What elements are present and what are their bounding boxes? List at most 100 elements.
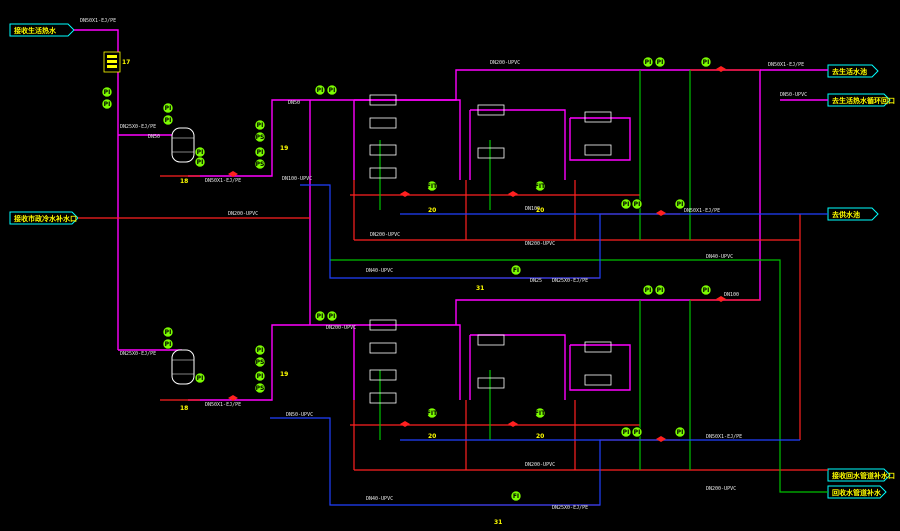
callout-number: 20 bbox=[536, 207, 544, 214]
callout-number: 31 bbox=[494, 519, 502, 526]
svg-text:PI: PI bbox=[645, 287, 652, 294]
valves bbox=[228, 66, 726, 442]
instrument-fit: FIT bbox=[534, 407, 546, 419]
callout-number: 17 bbox=[122, 59, 130, 66]
pipe-label: DN200-UPVC bbox=[228, 211, 258, 217]
callout-number: 20 bbox=[536, 433, 544, 440]
pipe-label: DN25 bbox=[530, 278, 542, 284]
instrument-pi: PI bbox=[674, 198, 686, 210]
instrument-pi: PI bbox=[162, 114, 174, 126]
instrument-pi: PI bbox=[194, 156, 206, 168]
svg-text:PI: PI bbox=[165, 341, 172, 348]
pipe-labels: DN50X1-EJ/PE DN25X0-EJ/PE DN25X0-EJ/PE D… bbox=[80, 18, 807, 511]
blue-pipes bbox=[270, 184, 828, 506]
instrument-ps: PS bbox=[254, 131, 266, 143]
svg-text:PI: PI bbox=[623, 429, 630, 436]
instrument-pi: PI bbox=[254, 146, 266, 158]
callout-number: 18 bbox=[180, 405, 188, 412]
pipe-label: DN50X1-EJ/PE bbox=[80, 18, 116, 24]
pipe-label: DN50X1-EJ/PE bbox=[684, 208, 720, 214]
svg-text:PI: PI bbox=[165, 105, 172, 112]
pipe-label: DN50-UPVC bbox=[286, 412, 313, 418]
pipe-label: DN200-UPVC bbox=[490, 60, 520, 66]
svg-text:PI: PI bbox=[703, 287, 710, 294]
svg-text:PI: PI bbox=[165, 117, 172, 124]
instrument-pi: PI bbox=[631, 198, 643, 210]
instrument-pi: PI bbox=[194, 146, 206, 158]
svg-text:PI: PI bbox=[104, 89, 111, 96]
svg-text:PI: PI bbox=[257, 347, 264, 354]
svg-text:PI: PI bbox=[634, 429, 641, 436]
callout-number: 19 bbox=[280, 145, 288, 152]
inlet-label-cold-water: 接收市政冷水补水口 bbox=[14, 214, 77, 223]
outlet-tag-water-pool: 去生活水池 bbox=[827, 64, 879, 78]
svg-text:PI: PI bbox=[677, 429, 684, 436]
svg-text:PI: PI bbox=[329, 313, 336, 320]
pipe-label: DN100 bbox=[525, 206, 540, 212]
pipe-label: DN100-UPVC bbox=[282, 176, 312, 182]
instrument-pi: PI bbox=[631, 426, 643, 438]
pipe-label: DN50X1-EJ/PE bbox=[768, 62, 804, 68]
callout-number: 31 bbox=[476, 285, 484, 292]
pipe-label: DN200-UPVC bbox=[370, 232, 400, 238]
callout-number: 18 bbox=[180, 178, 188, 185]
instrument-pi: PI bbox=[642, 56, 654, 68]
pipe-label: DN200-UPVC bbox=[706, 486, 736, 492]
callout-number: 20 bbox=[428, 207, 436, 214]
svg-text:PI: PI bbox=[657, 287, 664, 294]
green-pipes bbox=[330, 70, 828, 493]
instruments: PI PI PI PI PI PI PI PS PI PS PI PI FIT … bbox=[101, 56, 712, 502]
callout-number: 20 bbox=[428, 433, 436, 440]
instrument-pi: PI bbox=[620, 426, 632, 438]
instrument-pi: PI bbox=[314, 310, 326, 322]
instrument-ps: PS bbox=[254, 158, 266, 170]
instrument-pi: PI bbox=[162, 338, 174, 350]
callouts: 17 18 19 20 20 31 18 19 20 20 31 bbox=[122, 59, 544, 526]
pipe-label: DN25X0-EJ/PE bbox=[120, 351, 156, 357]
outlet-tag-reclaim-2: 回收水管道补水 bbox=[827, 485, 887, 499]
instrument-pi: PI bbox=[314, 84, 326, 96]
pipe-label: DN200-UPVC bbox=[326, 325, 356, 331]
svg-text:PI: PI bbox=[257, 122, 264, 129]
svg-text:PI: PI bbox=[329, 87, 336, 94]
instrument-pi: PI bbox=[674, 426, 686, 438]
vessel-lower bbox=[171, 349, 195, 385]
instrument-fi: FI bbox=[510, 264, 522, 276]
pipe-label: DN25X0-EJ/PE bbox=[120, 124, 156, 130]
instrument-pi: PI bbox=[700, 284, 712, 296]
outlet-label-supply: 去供水池 bbox=[832, 210, 860, 219]
svg-text:PI: PI bbox=[197, 159, 204, 166]
instrument-pi: PI bbox=[654, 56, 666, 68]
instrument-pi: PI bbox=[326, 310, 338, 322]
svg-text:PI: PI bbox=[703, 59, 710, 66]
instrument-pi: PI bbox=[162, 326, 174, 338]
pipe-label: DN200-UPVC bbox=[525, 241, 555, 247]
svg-text:FI: FI bbox=[513, 493, 519, 500]
svg-text:PS: PS bbox=[256, 134, 265, 141]
svg-text:FIT: FIT bbox=[427, 410, 438, 417]
outlet-label-water-pool: 去生活水池 bbox=[832, 67, 867, 76]
instrument-pi: PI bbox=[101, 86, 113, 98]
outlet-tag-supply: 去供水池 bbox=[827, 207, 879, 221]
inlet-meter-assembly bbox=[103, 51, 121, 73]
instrument-pi: PI bbox=[254, 370, 266, 382]
svg-text:FI: FI bbox=[513, 267, 519, 274]
inlet-label-hot-water: 接收生活热水 bbox=[14, 26, 57, 35]
pipe-label: DN25X0-EJ/PE bbox=[552, 278, 588, 284]
instrument-pi: PI bbox=[654, 284, 666, 296]
instrument-pi: PI bbox=[194, 372, 206, 384]
svg-text:PI: PI bbox=[257, 373, 264, 380]
svg-text:FIT: FIT bbox=[535, 410, 546, 417]
instrument-fit: FIT bbox=[534, 180, 546, 192]
svg-text:PI: PI bbox=[104, 101, 111, 108]
pipe-label: DN50X1-EJ/PE bbox=[205, 402, 241, 408]
svg-text:PS: PS bbox=[256, 385, 265, 392]
instrument-pi: PI bbox=[620, 198, 632, 210]
instrument-pi: PI bbox=[101, 98, 113, 110]
svg-text:PI: PI bbox=[634, 201, 641, 208]
instrument-fi: FI bbox=[510, 490, 522, 502]
svg-text:FIT: FIT bbox=[535, 183, 546, 190]
pipe-label: DN100 bbox=[724, 292, 739, 298]
exchanger-group-upper bbox=[369, 94, 612, 179]
instrument-pi: PI bbox=[254, 119, 266, 131]
